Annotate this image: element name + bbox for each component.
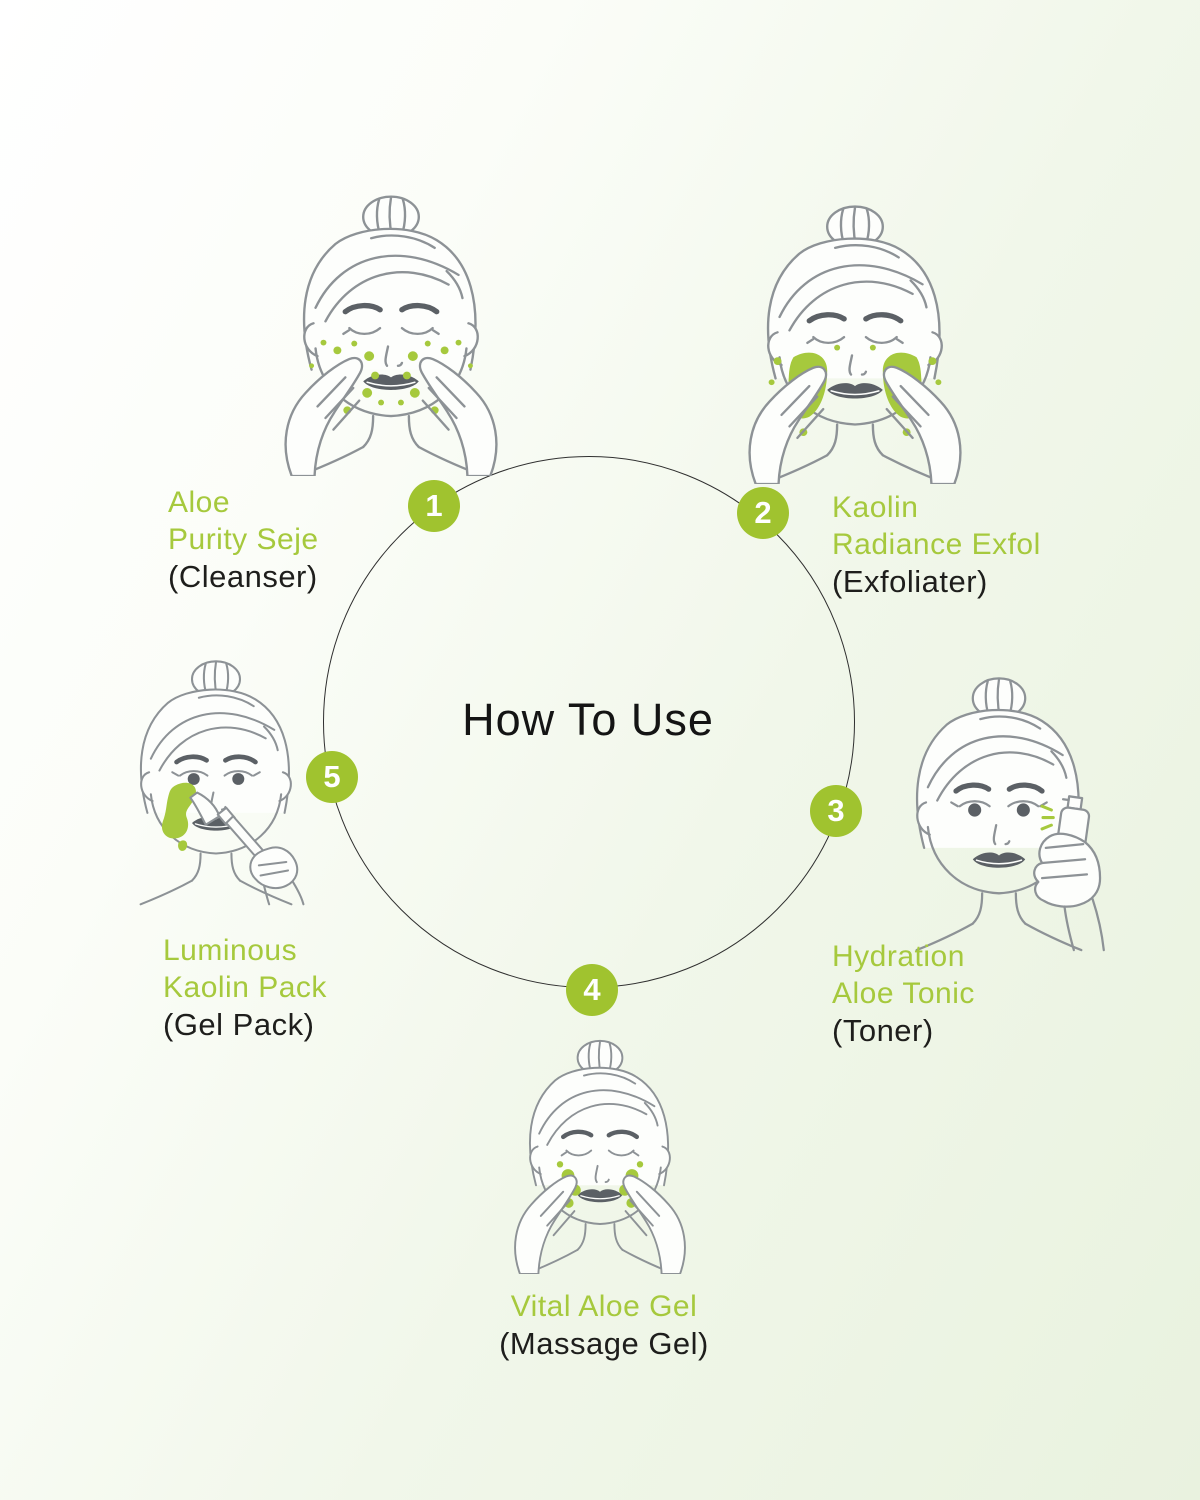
step-3-product-line: Hydration <box>832 940 965 973</box>
step-2-badge: 2 <box>737 487 789 539</box>
cleanser-face-illustration-icon <box>252 186 530 476</box>
toner-face-illustration-icon <box>868 668 1130 952</box>
step-2-product-line: Radiance Exfol <box>832 528 1041 561</box>
step-1-type: (Cleanser) <box>168 559 318 594</box>
step-4-type: (Massage Gel) <box>499 1326 709 1361</box>
step-3-badge: 3 <box>810 785 862 837</box>
massage-gel-face-illustration-icon <box>488 1032 712 1274</box>
step-2-product-line: Kaolin <box>832 491 919 524</box>
step-4-number: 4 <box>583 972 601 1007</box>
step-2-label: Kaolin Radiance Exfol (Exfoliater) <box>832 489 1041 600</box>
step-1-number: 1 <box>425 488 443 523</box>
step-5-number: 5 <box>323 759 341 794</box>
step-5-product-line: Luminous <box>163 934 298 967</box>
step-5-label: Luminous Kaolin Pack (Gel Pack) <box>163 932 327 1043</box>
page-title: How To Use <box>462 694 714 745</box>
step-2-type: (Exfoliater) <box>832 564 988 599</box>
exfoliator-face-illustration-icon <box>716 196 994 484</box>
step-1-product-line: Purity Seje <box>168 523 319 556</box>
step-3-label: Hydration Aloe Tonic (Toner) <box>832 938 975 1049</box>
step-4-product-line: Vital Aloe Gel <box>510 1290 698 1323</box>
step-3-product-line: Aloe Tonic <box>832 977 975 1010</box>
step-2-number: 2 <box>754 495 772 530</box>
step-3-number: 3 <box>827 793 845 828</box>
step-5-product-line: Kaolin Pack <box>163 971 327 1004</box>
step-3-type: (Toner) <box>832 1013 934 1048</box>
step-5-type: (Gel Pack) <box>163 1007 315 1042</box>
step-1-product-line: Aloe <box>168 486 231 519</box>
step-1-label: Aloe Purity Seje (Cleanser) <box>168 484 319 595</box>
step-1-badge: 1 <box>408 480 460 532</box>
step-5-badge: 5 <box>306 751 358 803</box>
step-4-badge: 4 <box>566 964 618 1016</box>
gel-pack-face-illustration-icon <box>96 652 336 906</box>
step-4-label: Vital Aloe Gel (Massage Gel) <box>454 1288 754 1362</box>
